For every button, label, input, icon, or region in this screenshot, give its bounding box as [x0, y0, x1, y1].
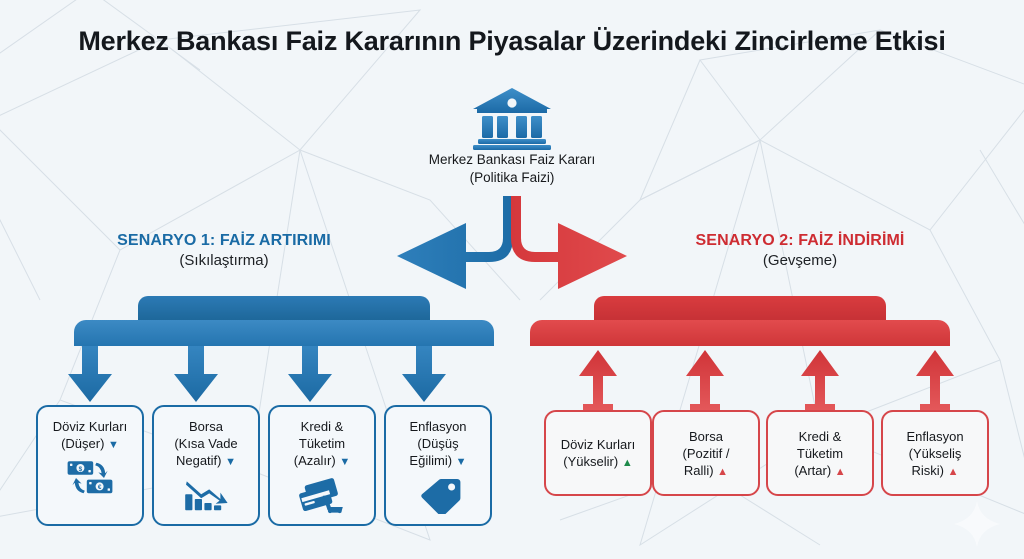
root-label-line-2: (Politika Faizi): [469, 170, 555, 185]
curved-arrow-left-icon: [397, 196, 513, 289]
card-line-1: Döviz Kurları: [52, 419, 128, 434]
card-line-1: Enflasyon: [906, 428, 964, 444]
card-right-borsa[interactable]: Borsa (Pozitif / Ralli) ▲: [652, 410, 760, 496]
card-label: Kredi & Tüketim (Azalır) ▼: [294, 418, 350, 469]
card-line-1: Borsa: [689, 428, 723, 444]
trend-down-icon: ▼: [108, 439, 119, 451]
root-node-label: Merkez Bankası Faiz Kararı (Politika Fai…: [0, 151, 1024, 187]
card-label: Döviz Kurları (Yükselir) ▲: [561, 436, 635, 470]
card-line-2: Tüketim: [298, 436, 346, 451]
scenario-right-title: SENARYO 2: FAİZ İNDİRİMİ: [695, 232, 905, 249]
card-left-enflasyon[interactable]: Enflasyon (Düşüş Eğilimi) ▼: [384, 405, 492, 526]
left-branch-connector: [68, 296, 494, 402]
card-label: Döviz Kurları (Düşer) ▼: [53, 418, 127, 452]
scenario-right-heading: SENARYO 2: FAİZ İNDİRİMİ (Gevşeme): [640, 231, 960, 271]
bank-building-icon: [473, 88, 551, 150]
card-line-2: (Pozitif /: [682, 445, 730, 461]
scenario-right-subtitle: (Gevşeme): [762, 252, 838, 269]
credit-card-cart-icon: [299, 478, 343, 514]
trend-up-icon: ▲: [834, 465, 846, 478]
card-line-3: Ralli) ▲: [683, 462, 729, 478]
trend-up-icon: ▲: [947, 465, 959, 478]
card-line-3: Negatif) ▼: [175, 453, 237, 468]
card-left-kredi-tuketim[interactable]: Kredi & Tüketim (Azalır) ▼: [268, 405, 376, 526]
card-line-2: (Düşer) ▼: [61, 436, 119, 451]
trend-up-icon: ▲: [717, 465, 729, 478]
card-line-2: (Düşüş: [417, 436, 459, 451]
card-line-2: (Kısa Vade: [174, 436, 238, 451]
declining-bar-chart-icon: [185, 481, 228, 511]
svg-text:€: €: [98, 484, 102, 491]
trend-down-icon: ▼: [225, 456, 237, 468]
price-tag-icon: [421, 478, 461, 514]
card-line-1: Döviz Kurları: [560, 437, 636, 452]
scenario-left-heading: SENARYO 1: FAİZ ARTIRIMI (Sıkılaştırma): [64, 231, 384, 271]
card-line-3: Eğilimi) ▼: [409, 453, 467, 468]
trend-down-icon: ▼: [455, 456, 467, 468]
card-label: Borsa (Pozitif / Ralli) ▲: [683, 428, 730, 479]
curved-arrow-right-icon: [511, 196, 627, 289]
page-title: Merkez Bankası Faiz Kararının Piyasalar …: [78, 26, 946, 56]
card-left-borsa[interactable]: Borsa (Kısa Vade Negatif) ▼: [152, 405, 260, 526]
card-label: Kredi & Tüketim (Artar) ▲: [794, 428, 845, 479]
card-line-1: Enflasyon: [409, 419, 467, 434]
card-line-2: Tüketim: [796, 445, 844, 461]
card-line-3: (Azalır) ▼: [293, 453, 351, 468]
card-line-3: (Artar) ▲: [794, 462, 846, 478]
scenario-left-subtitle: (Sıkılaştırma): [179, 252, 269, 269]
root-label-line-1: Merkez Bankası Faiz Kararı: [428, 152, 596, 167]
card-left-doviz-kurlari[interactable]: Döviz Kurları (Düşer) ▼ $ €: [36, 405, 144, 526]
card-right-enflasyon[interactable]: Enflasyon (Yükseliş Riski) ▲: [881, 410, 989, 496]
card-right-kredi-tuketim[interactable]: Kredi & Tüketim (Artar) ▲: [766, 410, 874, 496]
card-line-1: Kredi &: [300, 419, 344, 434]
card-label: Enflasyon (Düşüş Eğilimi) ▼: [409, 418, 466, 469]
card-label: Enflasyon (Yükseliş Riski) ▲: [906, 428, 963, 479]
svg-text:$: $: [79, 466, 83, 473]
scenario-left-title: SENARYO 1: FAİZ ARTIRIMI: [117, 232, 331, 249]
card-line-2: (Yükselir) ▲: [563, 454, 633, 469]
trend-up-icon: ▲: [621, 457, 633, 469]
card-right-doviz-kurlari[interactable]: Döviz Kurları (Yükselir) ▲: [544, 410, 652, 496]
sparkle-watermark-icon: [954, 501, 1000, 547]
trend-down-icon: ▼: [339, 456, 351, 468]
card-label: Borsa (Kısa Vade Negatif) ▼: [174, 418, 237, 469]
right-branch-connector: [530, 296, 954, 412]
card-line-1: Kredi &: [798, 428, 842, 444]
currency-exchange-icon: $ €: [67, 461, 113, 494]
card-line-1: Borsa: [189, 419, 223, 434]
card-line-3: Riski) ▲: [911, 462, 959, 478]
card-line-2: (Yükseliş: [908, 445, 962, 461]
